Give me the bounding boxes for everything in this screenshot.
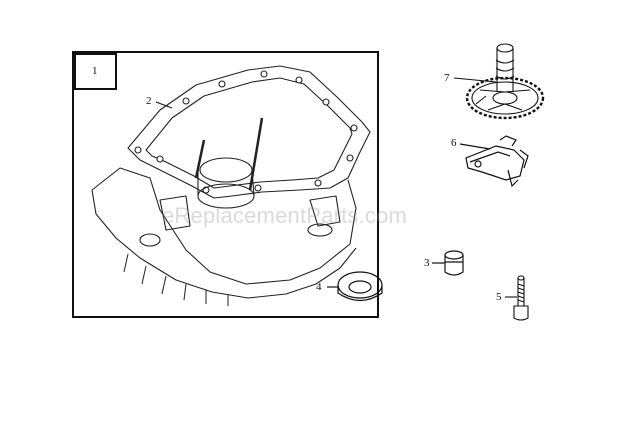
callout-6: 6: [451, 137, 457, 149]
callout-5: 5: [496, 291, 502, 303]
internal-rib: [248, 117, 264, 191]
housing-skirt: [91, 189, 357, 299]
assembly-label: 1: [92, 65, 98, 77]
gasket-inner: [145, 77, 353, 189]
sump-cover-drawing: [91, 65, 371, 306]
assembly-label-box: [74, 53, 117, 90]
housing-fins: [123, 253, 229, 306]
callout-3: 3: [424, 257, 430, 269]
housing-body: [91, 167, 357, 285]
callout-2: 2: [146, 95, 152, 107]
assembly-frame: [72, 51, 379, 318]
inner-bore: [199, 157, 253, 183]
internal-rib: [194, 139, 206, 179]
callout-4: 4: [316, 281, 322, 293]
watermark: eReplacementParts.com: [162, 203, 408, 228]
bolt-drawing: [505, 275, 529, 321]
plug-drawing: [432, 250, 464, 276]
callout-7: 7: [444, 72, 450, 84]
gasket-bolt-holes: [134, 70, 358, 194]
governor-bracket-drawing: [459, 135, 529, 188]
gasket-outline: [127, 65, 371, 199]
oil-seal-drawing: [327, 271, 383, 302]
cam-gear-drawing: [453, 43, 545, 120]
